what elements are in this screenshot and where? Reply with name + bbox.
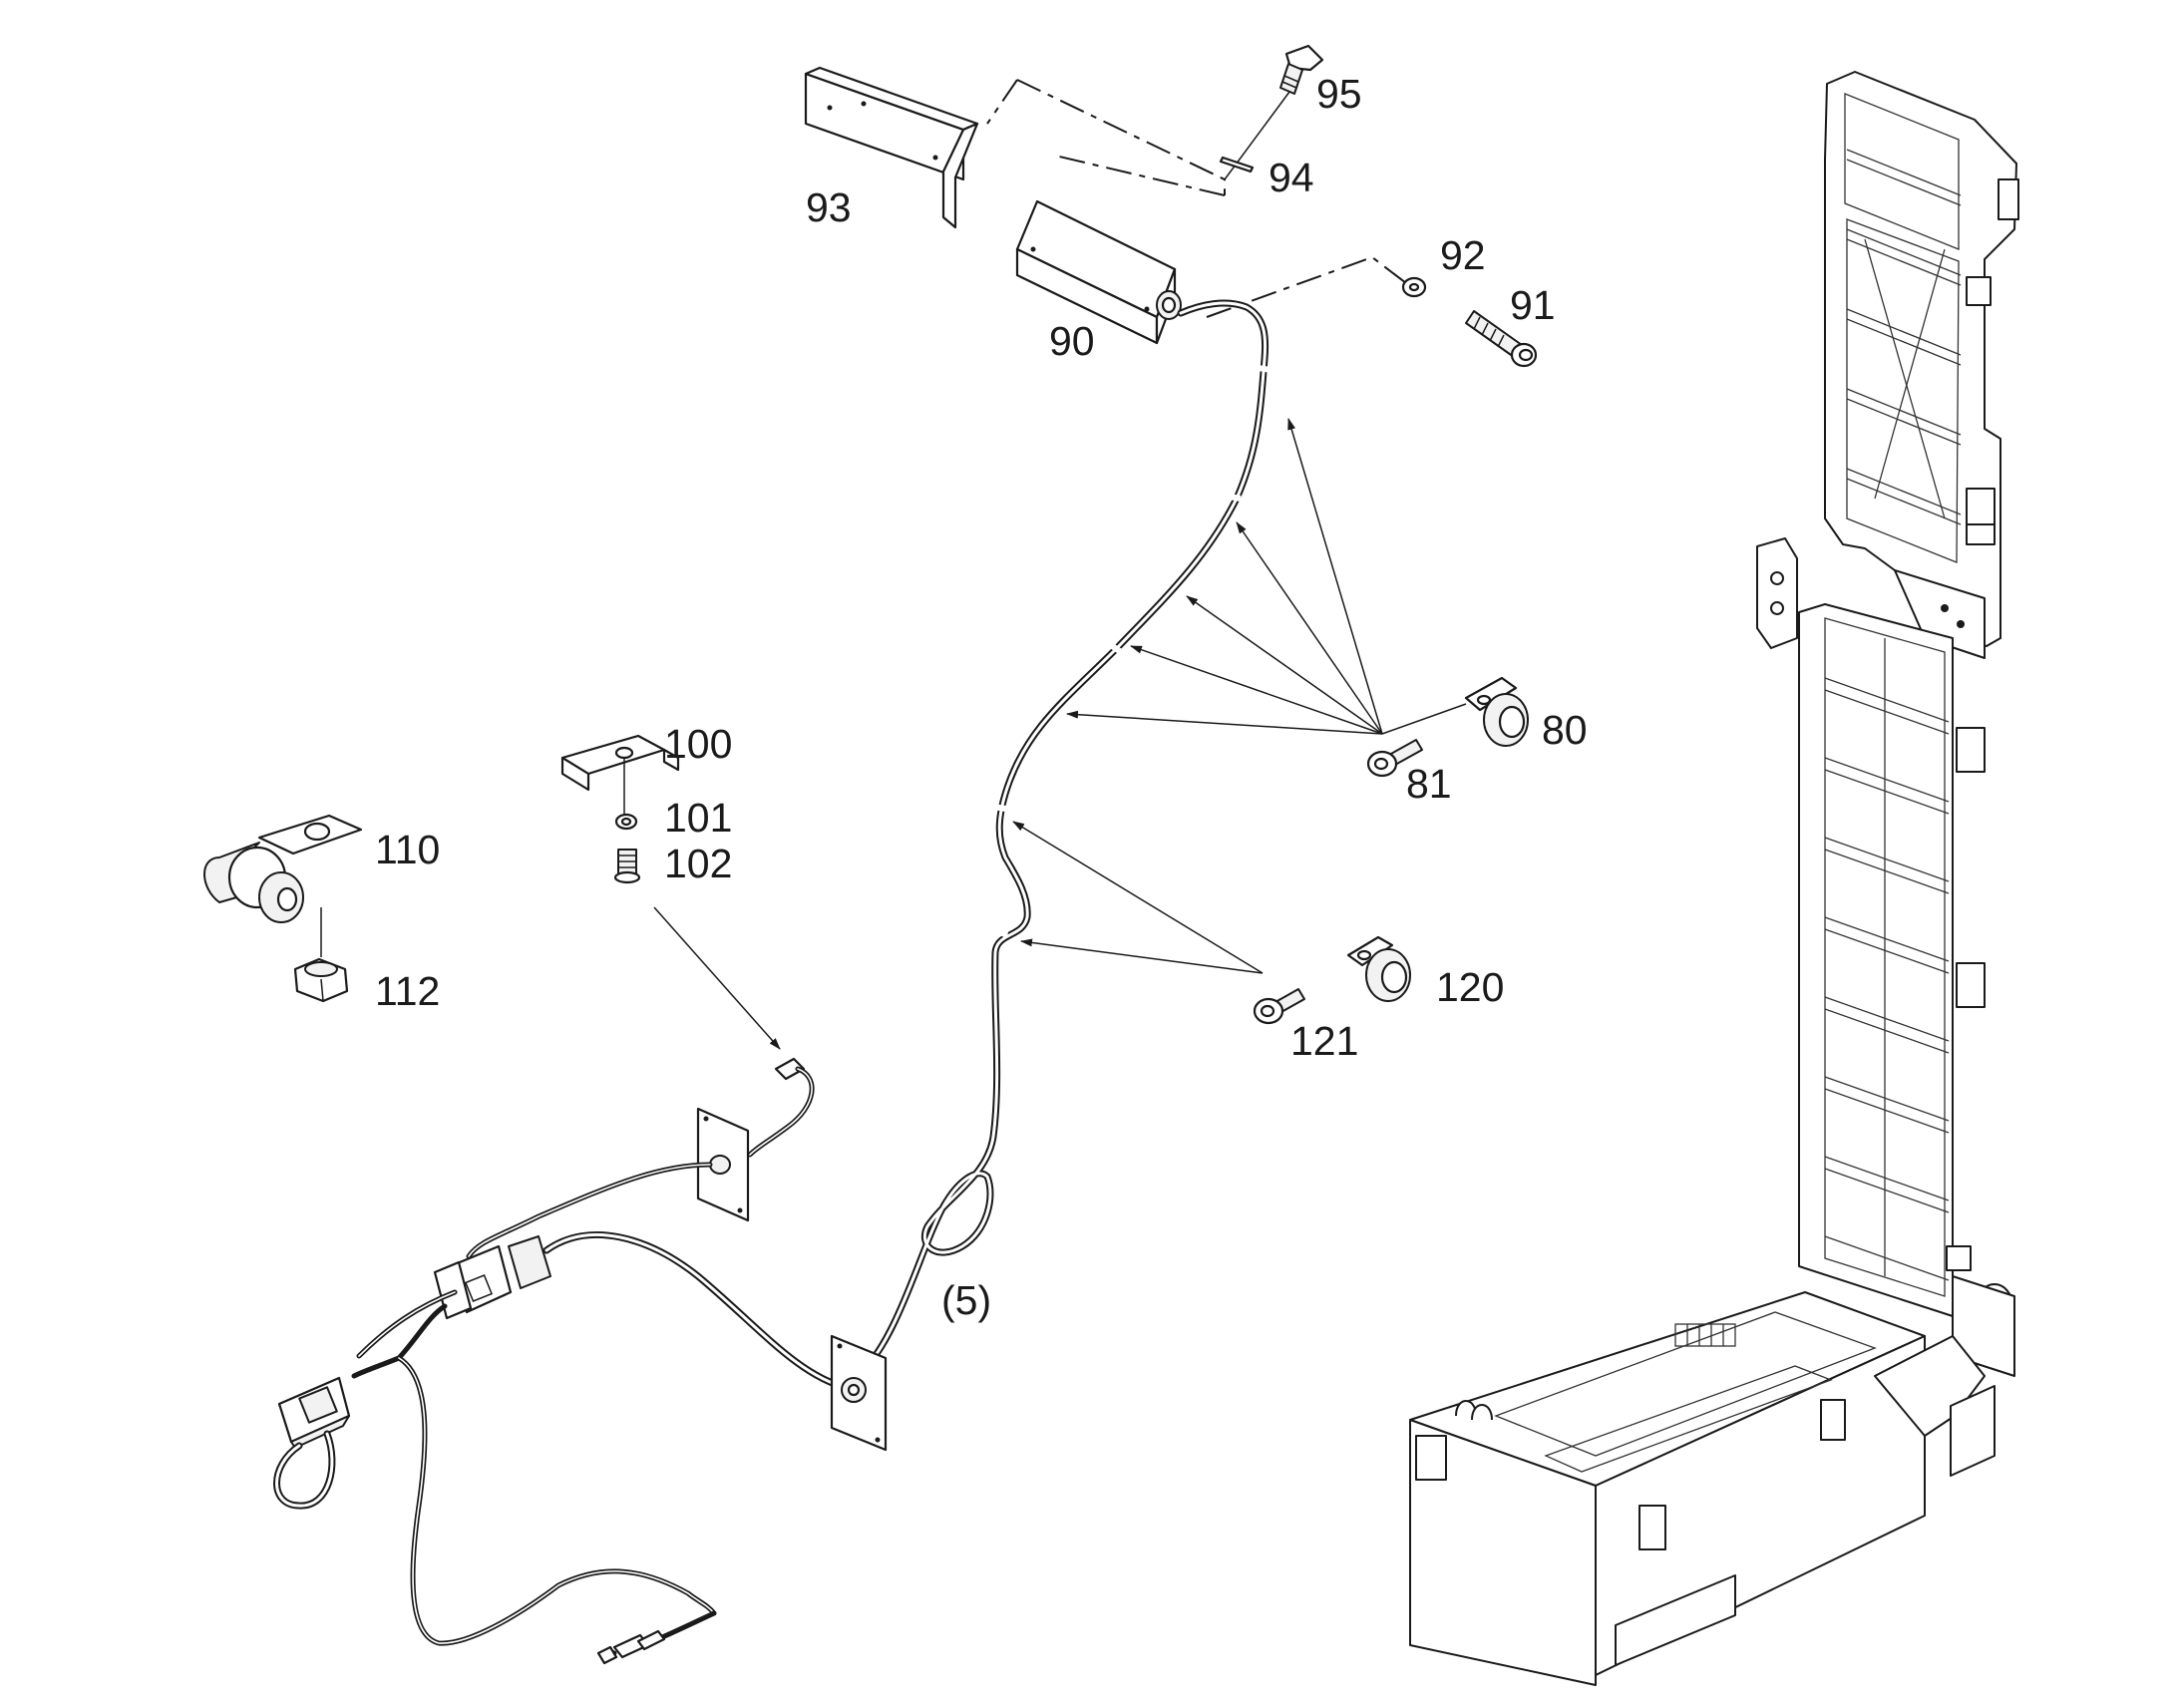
washer-92	[1401, 276, 1427, 298]
label-93: 93	[806, 184, 852, 230]
leader-arrow-102	[653, 906, 781, 1050]
bolt-95	[1279, 44, 1324, 95]
washer-94	[1219, 156, 1255, 173]
washer-101	[614, 813, 638, 831]
label-110: 110	[375, 827, 440, 872]
label-90: 90	[1049, 318, 1095, 364]
label-101: 101	[664, 795, 732, 841]
label-91: 91	[1510, 282, 1556, 328]
label-94: 94	[1269, 155, 1314, 200]
label-112: 112	[375, 968, 440, 1014]
screw-102	[613, 849, 641, 884]
leader-arrows-80	[1066, 418, 1467, 735]
label-102: 102	[664, 841, 732, 886]
screw-81	[1366, 739, 1423, 778]
label-80: 80	[1542, 707, 1588, 753]
label-121: 121	[1290, 1018, 1358, 1064]
label-quantity-5: (5)	[941, 1277, 991, 1323]
sensor-cable	[856, 299, 1277, 1376]
roller-110	[203, 814, 363, 923]
label-120: 120	[1436, 964, 1504, 1010]
bracket-93	[804, 66, 979, 229]
nut-112	[293, 957, 349, 1003]
screw-91	[1465, 310, 1538, 368]
screw-121	[1253, 988, 1305, 1025]
label-95: 95	[1316, 71, 1362, 117]
wiring-harness	[273, 1057, 888, 1665]
label-100: 100	[664, 721, 732, 767]
leader-arrows-120	[1012, 821, 1264, 974]
bracket-100	[560, 734, 680, 792]
label-92: 92	[1440, 232, 1486, 278]
sensor-90	[1015, 199, 1182, 345]
clamp-120	[1346, 935, 1411, 1002]
clamp-80	[1464, 676, 1529, 747]
label-81: 81	[1406, 761, 1452, 807]
mast-assembly	[1409, 71, 2019, 1686]
